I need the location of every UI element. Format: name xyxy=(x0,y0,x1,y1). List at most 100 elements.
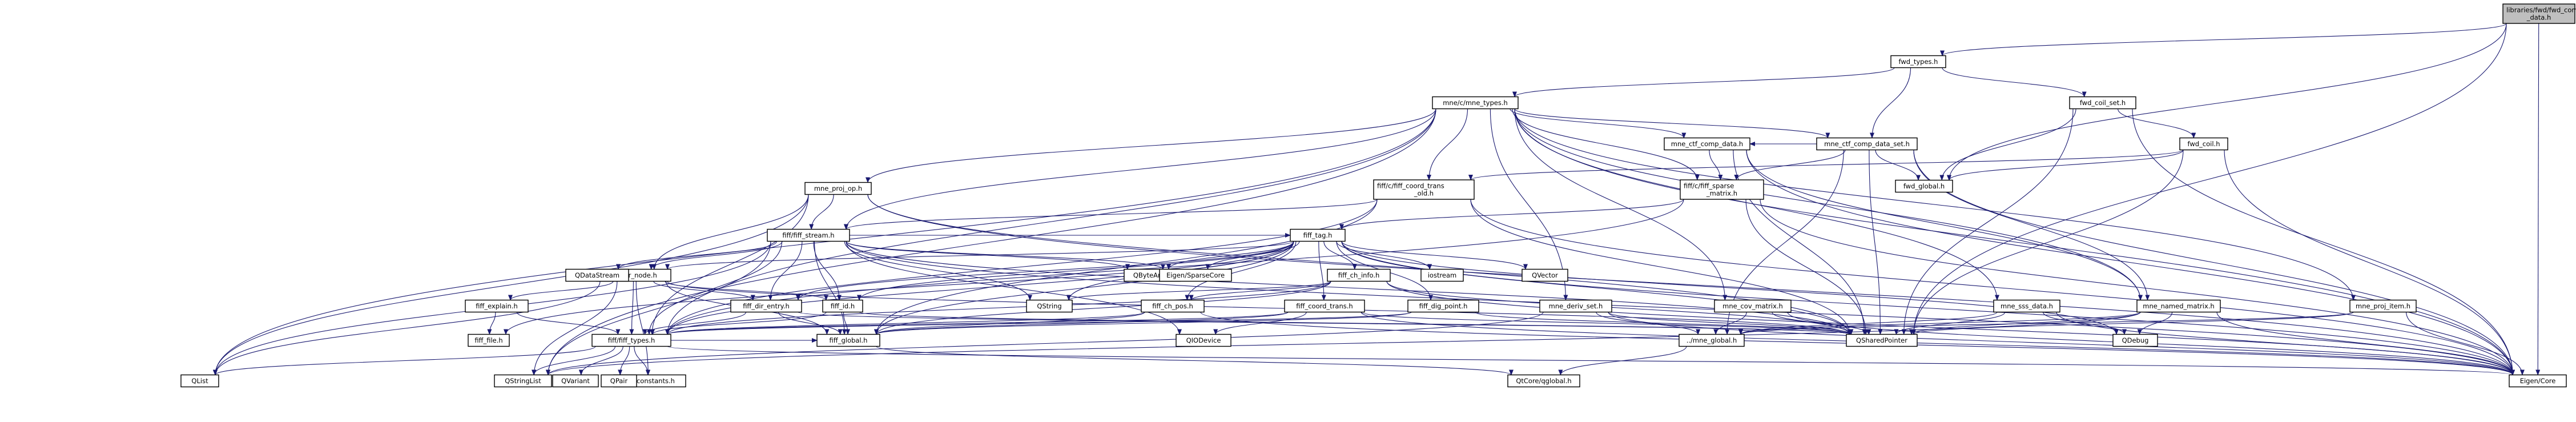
node-fwd-types[interactable]: fwd_types.h xyxy=(1890,55,1946,69)
edge-mne-ctf-comp-data-to-EigenCore xyxy=(1746,150,2515,376)
node-label: QString xyxy=(1037,302,1061,310)
node-box xyxy=(1714,299,1792,313)
node-box xyxy=(1816,137,1918,151)
node-mne-deriv-set[interactable]: mne_deriv_set.h xyxy=(1539,299,1612,313)
node-fiff-coord-trans[interactable]: fiff_coord_trans.h xyxy=(1284,299,1365,313)
edge-fiff-tag-to-fiff-dir-entry xyxy=(796,241,1294,301)
edge-root-to-fwd-types xyxy=(1940,23,2507,57)
node-fiff-dig-point[interactable]: fiff_dig_point.h xyxy=(1407,299,1479,313)
edge-fiff-id-to-fiff-types xyxy=(650,312,827,335)
node-fiff-tag[interactable]: fiff_tag.h xyxy=(1290,228,1346,242)
edge-fiff-types-to-fiff-constants xyxy=(634,346,650,376)
edge-mne-ctf-comp-data-to-fiff-sparse-matrix xyxy=(1709,150,1723,180)
node-mne-ctf-comp-data-set[interactable]: mne_ctf_comp_data_set.h xyxy=(1816,137,1918,151)
node-mne-proj-item[interactable]: mne_proj_item.h xyxy=(2349,299,2417,313)
node-QList: QList xyxy=(180,374,219,388)
edge-fiff-ch-pos-to-fiff-global xyxy=(874,312,1145,335)
edge-fiff-sparse-matrix-to-fiff-types xyxy=(665,199,1684,335)
node-label: mne_proj_item.h xyxy=(2356,302,2410,310)
node-box xyxy=(1993,299,2060,313)
node-label: mne_named_matrix.h xyxy=(2143,302,2214,310)
edge-fiff-ch-info-to-EigenCore xyxy=(1386,281,2515,376)
node-label: _matrix.h xyxy=(1706,190,1737,198)
edge-fiff-types-to-QStringList xyxy=(532,346,616,376)
node-mne-named-matrix[interactable]: mne_named_matrix.h xyxy=(2136,299,2221,313)
edge-mne-proj-op-to-EigenCore xyxy=(867,194,2515,376)
node-box xyxy=(804,182,872,195)
edge-fiff-coord-trans-to-QSharedPointer xyxy=(1361,312,1852,335)
node-fwd-coil[interactable]: fwd_coil.h xyxy=(2179,137,2228,151)
edge-fwd-coil-to-fiff-coord-trans-old xyxy=(1468,150,2184,180)
node-label: fiff_dig_point.h xyxy=(1419,302,1468,310)
edge-mne-ctf-comp-data-set-to-fiff-sparse-matrix xyxy=(1734,150,1846,180)
node-label: mne/c/mne_types.h xyxy=(1443,99,1508,107)
edge-fiff-dig-point-to-QSharedPointer xyxy=(1475,312,1852,335)
edge-mne-global-to-QtCoreglobal xyxy=(1558,346,1687,376)
node-fiff-dir-entry[interactable]: fiff_dir_entry.h xyxy=(730,299,802,313)
node-mne-proj-op[interactable]: mne_proj_op.h xyxy=(804,182,872,195)
node-fiff-file[interactable]: fiff_file.h xyxy=(468,333,510,347)
edge-fiff-stream-to-QString xyxy=(844,241,1032,301)
node-label: mne_proj_op.h xyxy=(814,184,862,192)
node-label: QVariant xyxy=(561,377,590,385)
edge-fiff-tag-to-QByteArray xyxy=(1166,241,1294,270)
node-fiff-types[interactable]: fiff/fiff_types.h xyxy=(591,333,671,347)
edge-fiff-ch-pos-to-fiff-types xyxy=(665,312,1145,335)
edge-fiff-coord-trans-to-fiff-types xyxy=(665,312,1289,335)
node-mne-global[interactable]: ../mne_global.h xyxy=(1679,333,1745,347)
node-box xyxy=(552,374,599,388)
node-fiff-stream[interactable]: fiff/fiff_stream.h xyxy=(767,228,850,242)
edge-fiff-tag-to-fiff-file xyxy=(504,241,1294,335)
node-box xyxy=(1373,179,1475,200)
node-label: fiff_coord_trans.h xyxy=(1296,302,1353,310)
node-label: QDataStream xyxy=(575,271,619,279)
edge-fiff-stream-to-QStringList xyxy=(546,241,771,376)
edge-fiff-dir-node-to-QList xyxy=(213,281,601,376)
node-box xyxy=(730,299,802,313)
node-label: fiff_tag.h xyxy=(1303,231,1333,239)
edge-fiff-sparse-matrix-to-QSharedPointer xyxy=(1745,199,1868,335)
node-fiff-coord-trans-old[interactable]: fiff/c/fiff_coord_trans_old.h xyxy=(1373,179,1475,200)
edge-fwd-coil-to-QSharedPointer xyxy=(1911,150,2184,335)
edge-fiff-tag-to-fiff-dir-node xyxy=(665,241,1294,270)
node-fiff-sparse-matrix[interactable]: fiff/c/fiff_sparse_matrix.h xyxy=(1680,179,1764,200)
node-fiff-global[interactable]: fiff_global.h xyxy=(816,333,880,347)
node-label: fiff_ch_pos.h xyxy=(1152,302,1193,310)
edge-fiff-types-to-EigenCore xyxy=(667,346,2514,376)
node-box xyxy=(1407,299,1479,313)
edge-mne-types-to-fiff-sparse-matrix xyxy=(1512,108,1700,180)
node-mne-cov-matrix[interactable]: mne_cov_matrix.h xyxy=(1714,299,1792,313)
node-mne-types[interactable]: mne/c/mne_types.h xyxy=(1432,96,1519,110)
node-fwd-global[interactable]: fwd_global.h xyxy=(1895,179,1953,193)
node-label: fiff_constants.h xyxy=(625,377,675,385)
node-label: mne_sss_data.h xyxy=(2001,302,2053,310)
node-label: QStringList xyxy=(505,377,541,385)
edge-mne-types-to-mne-named-matrix xyxy=(1514,108,2143,301)
edge-mne-types-to-mne-ctf-comp-data-set xyxy=(1514,108,1830,139)
node-box xyxy=(1664,137,1750,151)
edge-mne-types-to-mne-ctf-comp-data xyxy=(1510,108,1687,139)
edge-mne-deriv-set-to-mne-global xyxy=(1596,312,1701,335)
node-mne-ctf-comp-data[interactable]: mne_ctf_comp_data.h xyxy=(1664,137,1750,151)
node-box xyxy=(1680,179,1764,200)
node-fwd-coil-set[interactable]: fwd_coil_set.h xyxy=(2069,96,2136,110)
edge-fiff-stream-to-fiff-types xyxy=(647,241,783,335)
node-label: QDebug xyxy=(2122,336,2149,344)
node-root[interactable]: libraries/fwd/fwd_comp_data.h xyxy=(2502,3,2576,24)
node-label: fiff_id.h xyxy=(831,302,855,310)
edge-fiff-sparse-matrix-to-fiff-tag xyxy=(1339,199,1684,230)
node-fiff-ch-pos[interactable]: fiff_ch_pos.h xyxy=(1141,299,1205,313)
node-QDataStream: QDataStream xyxy=(565,268,629,282)
node-mne-sss-data[interactable]: mne_sss_data.h xyxy=(1993,299,2060,313)
edge-fiff-tag-to-QSharedPointer xyxy=(1341,241,1852,335)
node-box xyxy=(2112,333,2158,347)
edge-mne-sss-data-to-mne-global xyxy=(1738,312,1998,335)
edge-fiff-stream-to-fiff-dir-entry xyxy=(768,241,803,301)
edge-fiff-coord-trans-to-QIODevice xyxy=(1213,312,1307,335)
edge-fiff-stream-to-fiff-dir-node xyxy=(649,241,783,270)
node-fiff-id[interactable]: fiff_id.h xyxy=(822,299,863,313)
edge-fiff-coord-trans-old-to-EigenCore xyxy=(1470,199,2515,376)
node-fiff-explain[interactable]: fiff_explain.h xyxy=(465,299,529,313)
edge-mne-ctf-comp-data-set-to-mne-named-matrix xyxy=(1913,150,2150,301)
node-fiff-ch-info[interactable]: fiff_ch_info.h xyxy=(1327,268,1391,282)
